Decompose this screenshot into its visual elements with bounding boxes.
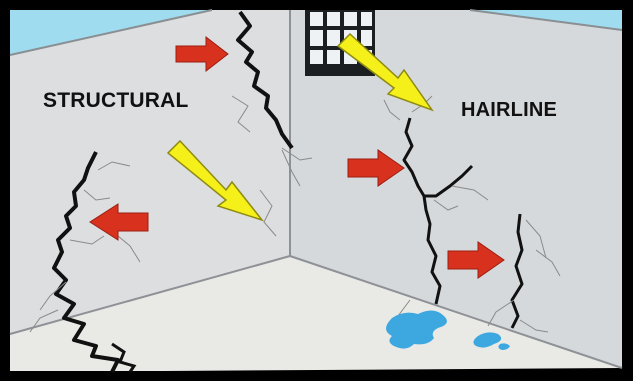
structural-label: STRUCTURAL bbox=[43, 89, 188, 113]
hairline-label: HAIRLINE bbox=[461, 99, 557, 122]
